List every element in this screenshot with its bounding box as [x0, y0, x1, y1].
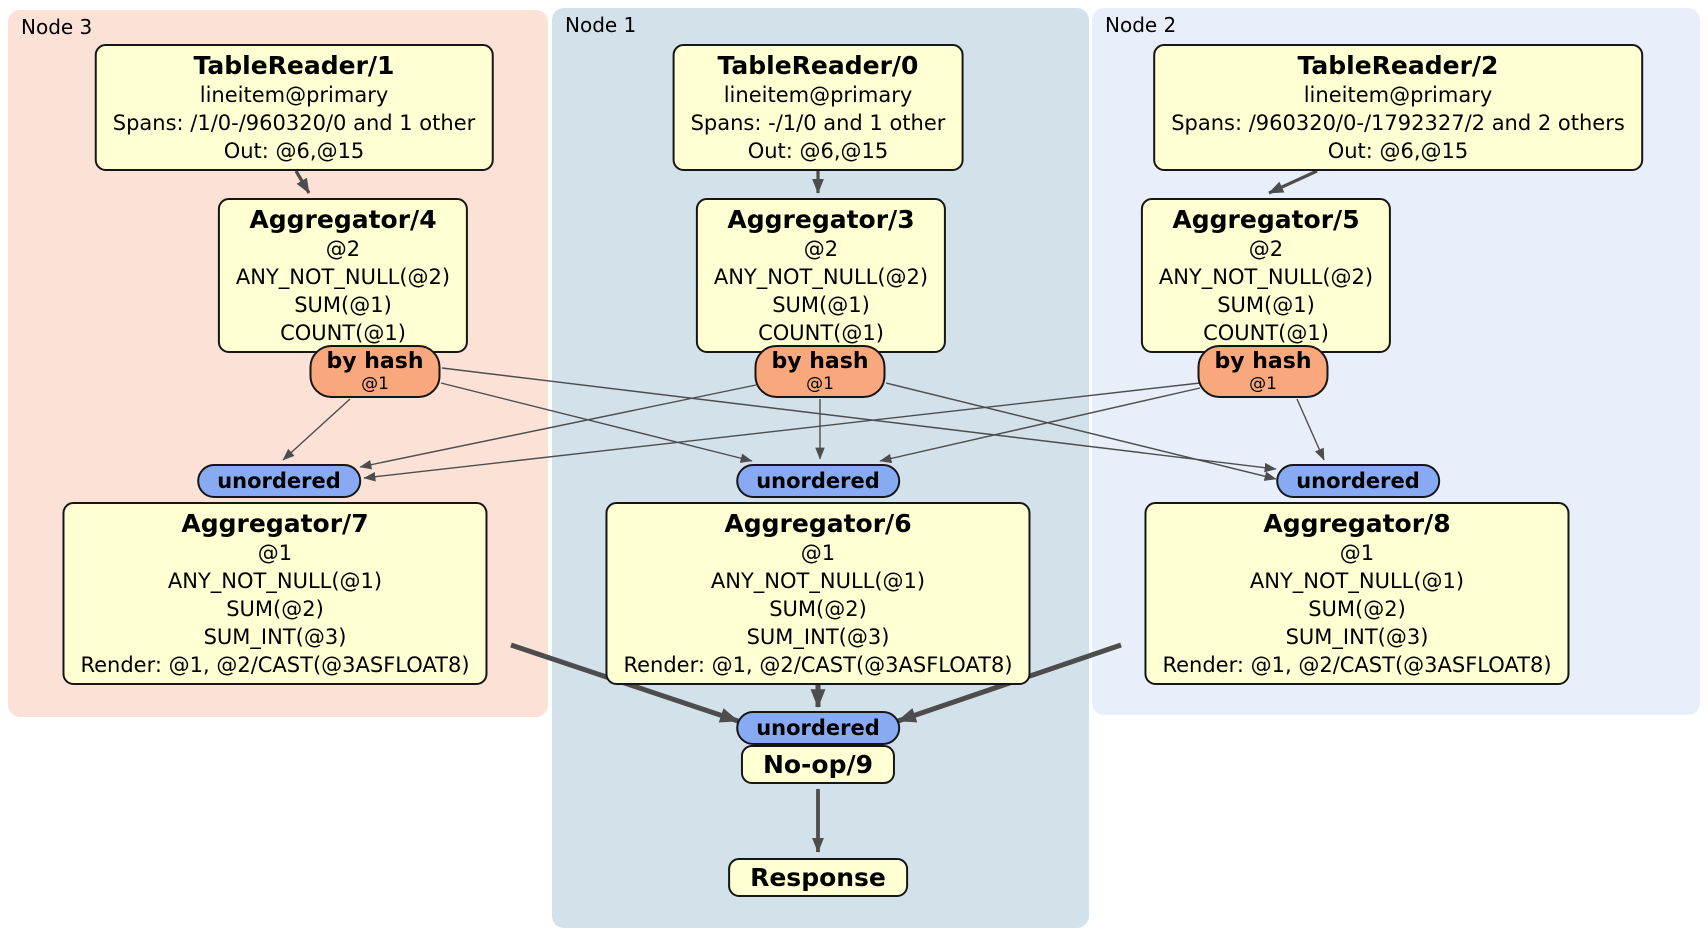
edge-rh3-un3: [282, 398, 351, 461]
router-stream-column: @1: [361, 374, 389, 394]
processor-title: Aggregator/7: [181, 509, 369, 538]
processor-detail: COUNT(@1): [1203, 321, 1329, 345]
processor-detail: @1: [257, 541, 293, 565]
processor-title: TableReader/2: [1297, 51, 1499, 80]
processor-detail: Spans: /1/0-/960320/0 and 1 other: [112, 111, 476, 135]
region-label: Node 2: [1105, 13, 1177, 37]
edge-rh2-un2: [1296, 398, 1325, 461]
edge-rh1-un2: [885, 382, 1277, 481]
processor-title: Aggregator/3: [727, 205, 915, 234]
processor-title: Aggregator/4: [249, 205, 437, 234]
edge-tr2-agg5: [1268, 169, 1318, 195]
processor-title: Aggregator/5: [1172, 205, 1360, 234]
processor-detail: lineitem@primary: [199, 83, 389, 107]
processor-detail: SUM(@2): [226, 597, 324, 621]
processor-detail: Spans: -/1/0 and 1 other: [690, 111, 946, 135]
processor-noop9: No-op/9: [740, 745, 896, 784]
sync-unordered: unordered: [736, 464, 900, 498]
processor-detail: Out: @6,@15: [747, 139, 889, 163]
processor-detail: @1: [800, 541, 836, 565]
edge-rh3-un1: [440, 382, 753, 463]
processor-detail: Render: @1, @2/CAST(@3ASFLOAT8): [1162, 653, 1552, 677]
processor-detail: lineitem@primary: [1303, 83, 1493, 107]
processor-detail: SUM(@1): [1217, 293, 1315, 317]
edge-rh3-un2: [441, 367, 1277, 473]
router-label: by hash: [1214, 349, 1312, 374]
processor-title: Aggregator/6: [724, 509, 912, 538]
processor-title: No-op/9: [762, 750, 874, 779]
processor-detail: SUM(@1): [772, 293, 870, 317]
processor-detail: lineitem@primary: [723, 83, 913, 107]
processor-title: Aggregator/8: [1263, 509, 1451, 538]
processor-title: TableReader/1: [193, 51, 395, 80]
edge-rh1-un3: [359, 384, 757, 470]
router-by-hash: by hash@1: [309, 345, 441, 398]
processor-detail: ANY_NOT_NULL(@2): [713, 265, 929, 289]
processor-title: Response: [750, 863, 886, 892]
router-stream-column: @1: [806, 374, 834, 394]
processor-detail: SUM(@2): [769, 597, 867, 621]
processor-detail: Out: @6,@15: [1327, 139, 1469, 163]
processor-detail: Render: @1, @2/CAST(@3ASFLOAT8): [80, 653, 470, 677]
processor-detail: SUM_INT(@3): [1285, 625, 1429, 649]
processor-title: TableReader/0: [717, 51, 919, 80]
router-label: by hash: [326, 349, 424, 374]
processor-detail: SUM(@2): [1308, 597, 1406, 621]
edge-rh2-un1: [879, 387, 1201, 464]
processor-detail: ANY_NOT_NULL(@1): [167, 569, 383, 593]
processor-detail: Render: @1, @2/CAST(@3ASFLOAT8): [623, 653, 1013, 677]
processor-detail: COUNT(@1): [280, 321, 406, 345]
region-label: Node 1: [565, 13, 637, 37]
processor-detail: ANY_NOT_NULL(@1): [710, 569, 926, 593]
processor-detail: @1: [1339, 541, 1375, 565]
processor-detail: @2: [803, 237, 839, 261]
router-by-hash: by hash@1: [1197, 345, 1329, 398]
edge-tr1-agg4: [294, 170, 311, 194]
processor-detail: @2: [325, 237, 361, 261]
processor-detail: @2: [1248, 237, 1284, 261]
sync-unordered: unordered: [1276, 464, 1440, 498]
region-label: Node 3: [21, 15, 93, 39]
processor-detail: SUM(@1): [294, 293, 392, 317]
edge-rh2-un3: [363, 382, 1201, 482]
processor-detail: Out: @6,@15: [223, 139, 365, 163]
processor-detail: ANY_NOT_NULL(@2): [1158, 265, 1374, 289]
processor-detail: Spans: /960320/0-/1792327/2 and 2 others: [1171, 111, 1625, 135]
processor-response: Response: [728, 858, 908, 897]
sync-unordered: unordered: [197, 464, 361, 498]
router-label: by hash: [771, 349, 869, 374]
processor-detail: SUM_INT(@3): [746, 625, 890, 649]
processor-detail: COUNT(@1): [758, 321, 884, 345]
router-stream-column: @1: [1249, 374, 1277, 394]
processor-detail: SUM_INT(@3): [203, 625, 347, 649]
processor-detail: ANY_NOT_NULL(@2): [235, 265, 451, 289]
sync-unordered: unordered: [736, 711, 900, 745]
router-by-hash: by hash@1: [754, 345, 886, 398]
processor-detail: ANY_NOT_NULL(@1): [1249, 569, 1465, 593]
